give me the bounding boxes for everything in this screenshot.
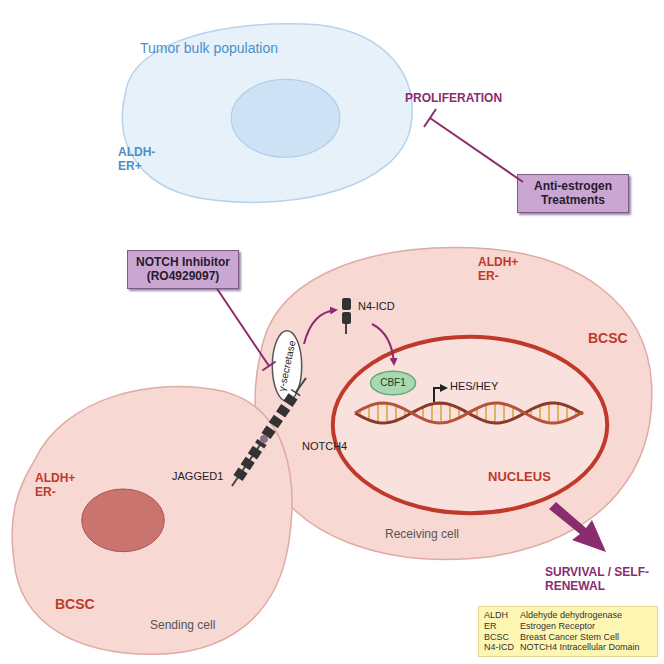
- dna-rung: [377, 403, 379, 422]
- legend-definition: Breast Cancer Stem Cell: [520, 632, 652, 643]
- nucleus-label: NUCLEUS: [488, 470, 551, 485]
- abbreviation-legend: ALDH Aldehyde dehydrogenaseER Estrogen Rec…: [478, 606, 658, 657]
- cell-role: Sending cell: [150, 619, 215, 633]
- cbf1-factor: CBF1: [370, 371, 416, 395]
- n4-icd-symbol: [304, 298, 394, 364]
- dna-rung: [503, 404, 505, 422]
- marker-label: ALDH+ ER-: [478, 256, 518, 284]
- dna-strand: [355, 403, 583, 423]
- marker-label: ALDH+ ER-: [35, 472, 75, 500]
- marker-label: ALDH- ER+: [118, 146, 155, 174]
- dna-rung: [467, 412, 469, 414]
- ligand-label: JAGGED1: [172, 470, 223, 483]
- dna-rung: [539, 406, 541, 421]
- gene-label: HES/HEY: [450, 380, 498, 393]
- inhibition-line: [424, 109, 523, 182]
- dna-rung: [422, 407, 424, 419]
- legend-definition: Estrogen Receptor: [520, 621, 652, 632]
- protein-label: N4-ICD: [358, 300, 395, 313]
- tumor-cell: Tumor bulk populationALDH- ER+: [100, 15, 420, 210]
- dna-rung: [530, 410, 532, 417]
- dna-rung: [521, 412, 523, 415]
- outcome-label: SURVIVAL / SELF-RENEWAL: [545, 566, 657, 594]
- outcome-arrow: [549, 502, 606, 552]
- cell-role: Receiving cell: [385, 528, 459, 542]
- dna-rung: [566, 406, 568, 420]
- nucleus: NUCLEUS CBF1: [330, 335, 610, 515]
- legend-definition: NOTCH4 Intracellular Domain: [520, 642, 652, 653]
- inhibition-connector: [217, 289, 276, 371]
- legend-term: ER: [484, 621, 514, 632]
- dna-rung: [494, 403, 496, 423]
- dna-strand: [355, 403, 583, 423]
- promoter-arrow: [434, 388, 446, 402]
- cell-title: Tumor bulk population: [140, 40, 278, 56]
- receptor-label: NOTCH4: [302, 440, 347, 453]
- dna-rung: [431, 404, 433, 422]
- box-text: NOTCH Inhibitor (RO4929097): [134, 255, 232, 284]
- dna-rung: [449, 405, 451, 422]
- process-label: PROLIFERATION: [405, 92, 502, 106]
- legend-term: ALDH: [484, 610, 514, 621]
- dna-rung: [485, 405, 487, 422]
- receptor-ligand: [232, 378, 306, 486]
- factor-name: CBF1: [380, 377, 406, 389]
- nucleus-outline: [330, 335, 610, 515]
- cell-type: BCSC: [55, 596, 95, 612]
- treatment-box: Anti-estrogen Treatments: [517, 174, 629, 213]
- dna-rung: [575, 410, 577, 416]
- inhibitor-box: NOTCH Inhibitor (RO4929097): [127, 250, 239, 289]
- dna-rung: [458, 408, 460, 418]
- dna-rung: [404, 409, 406, 416]
- legend-term: N4-ICD: [484, 642, 514, 653]
- dna-rung: [359, 410, 361, 415]
- receiving-cell: ALDH+ ER-BCSCReceiving cellγ-secretaseNU…: [240, 238, 660, 563]
- cell-type: BCSC: [588, 330, 628, 346]
- dna-rung: [440, 403, 442, 423]
- dna-rung: [512, 407, 514, 419]
- gamma-secretase: γ-secretase: [272, 330, 302, 402]
- legend-definition: Aldehyde dehydrogenase: [520, 610, 652, 621]
- box-text: Anti-estrogen Treatments: [524, 179, 622, 208]
- legend-term: BCSC: [484, 632, 514, 643]
- dna-rung: [476, 408, 478, 417]
- dna-helix: [355, 403, 583, 423]
- sending-cell: ALDH+ ER- BCSC Sending cell: [5, 375, 300, 660]
- dna-rung: [386, 403, 388, 423]
- sending-cell-outline: [5, 375, 300, 660]
- dna-rung: [548, 403, 550, 423]
- dna-rung: [557, 403, 559, 422]
- dna-rung: [413, 412, 415, 415]
- dna-rung: [395, 405, 397, 420]
- dna-rung: [368, 406, 370, 420]
